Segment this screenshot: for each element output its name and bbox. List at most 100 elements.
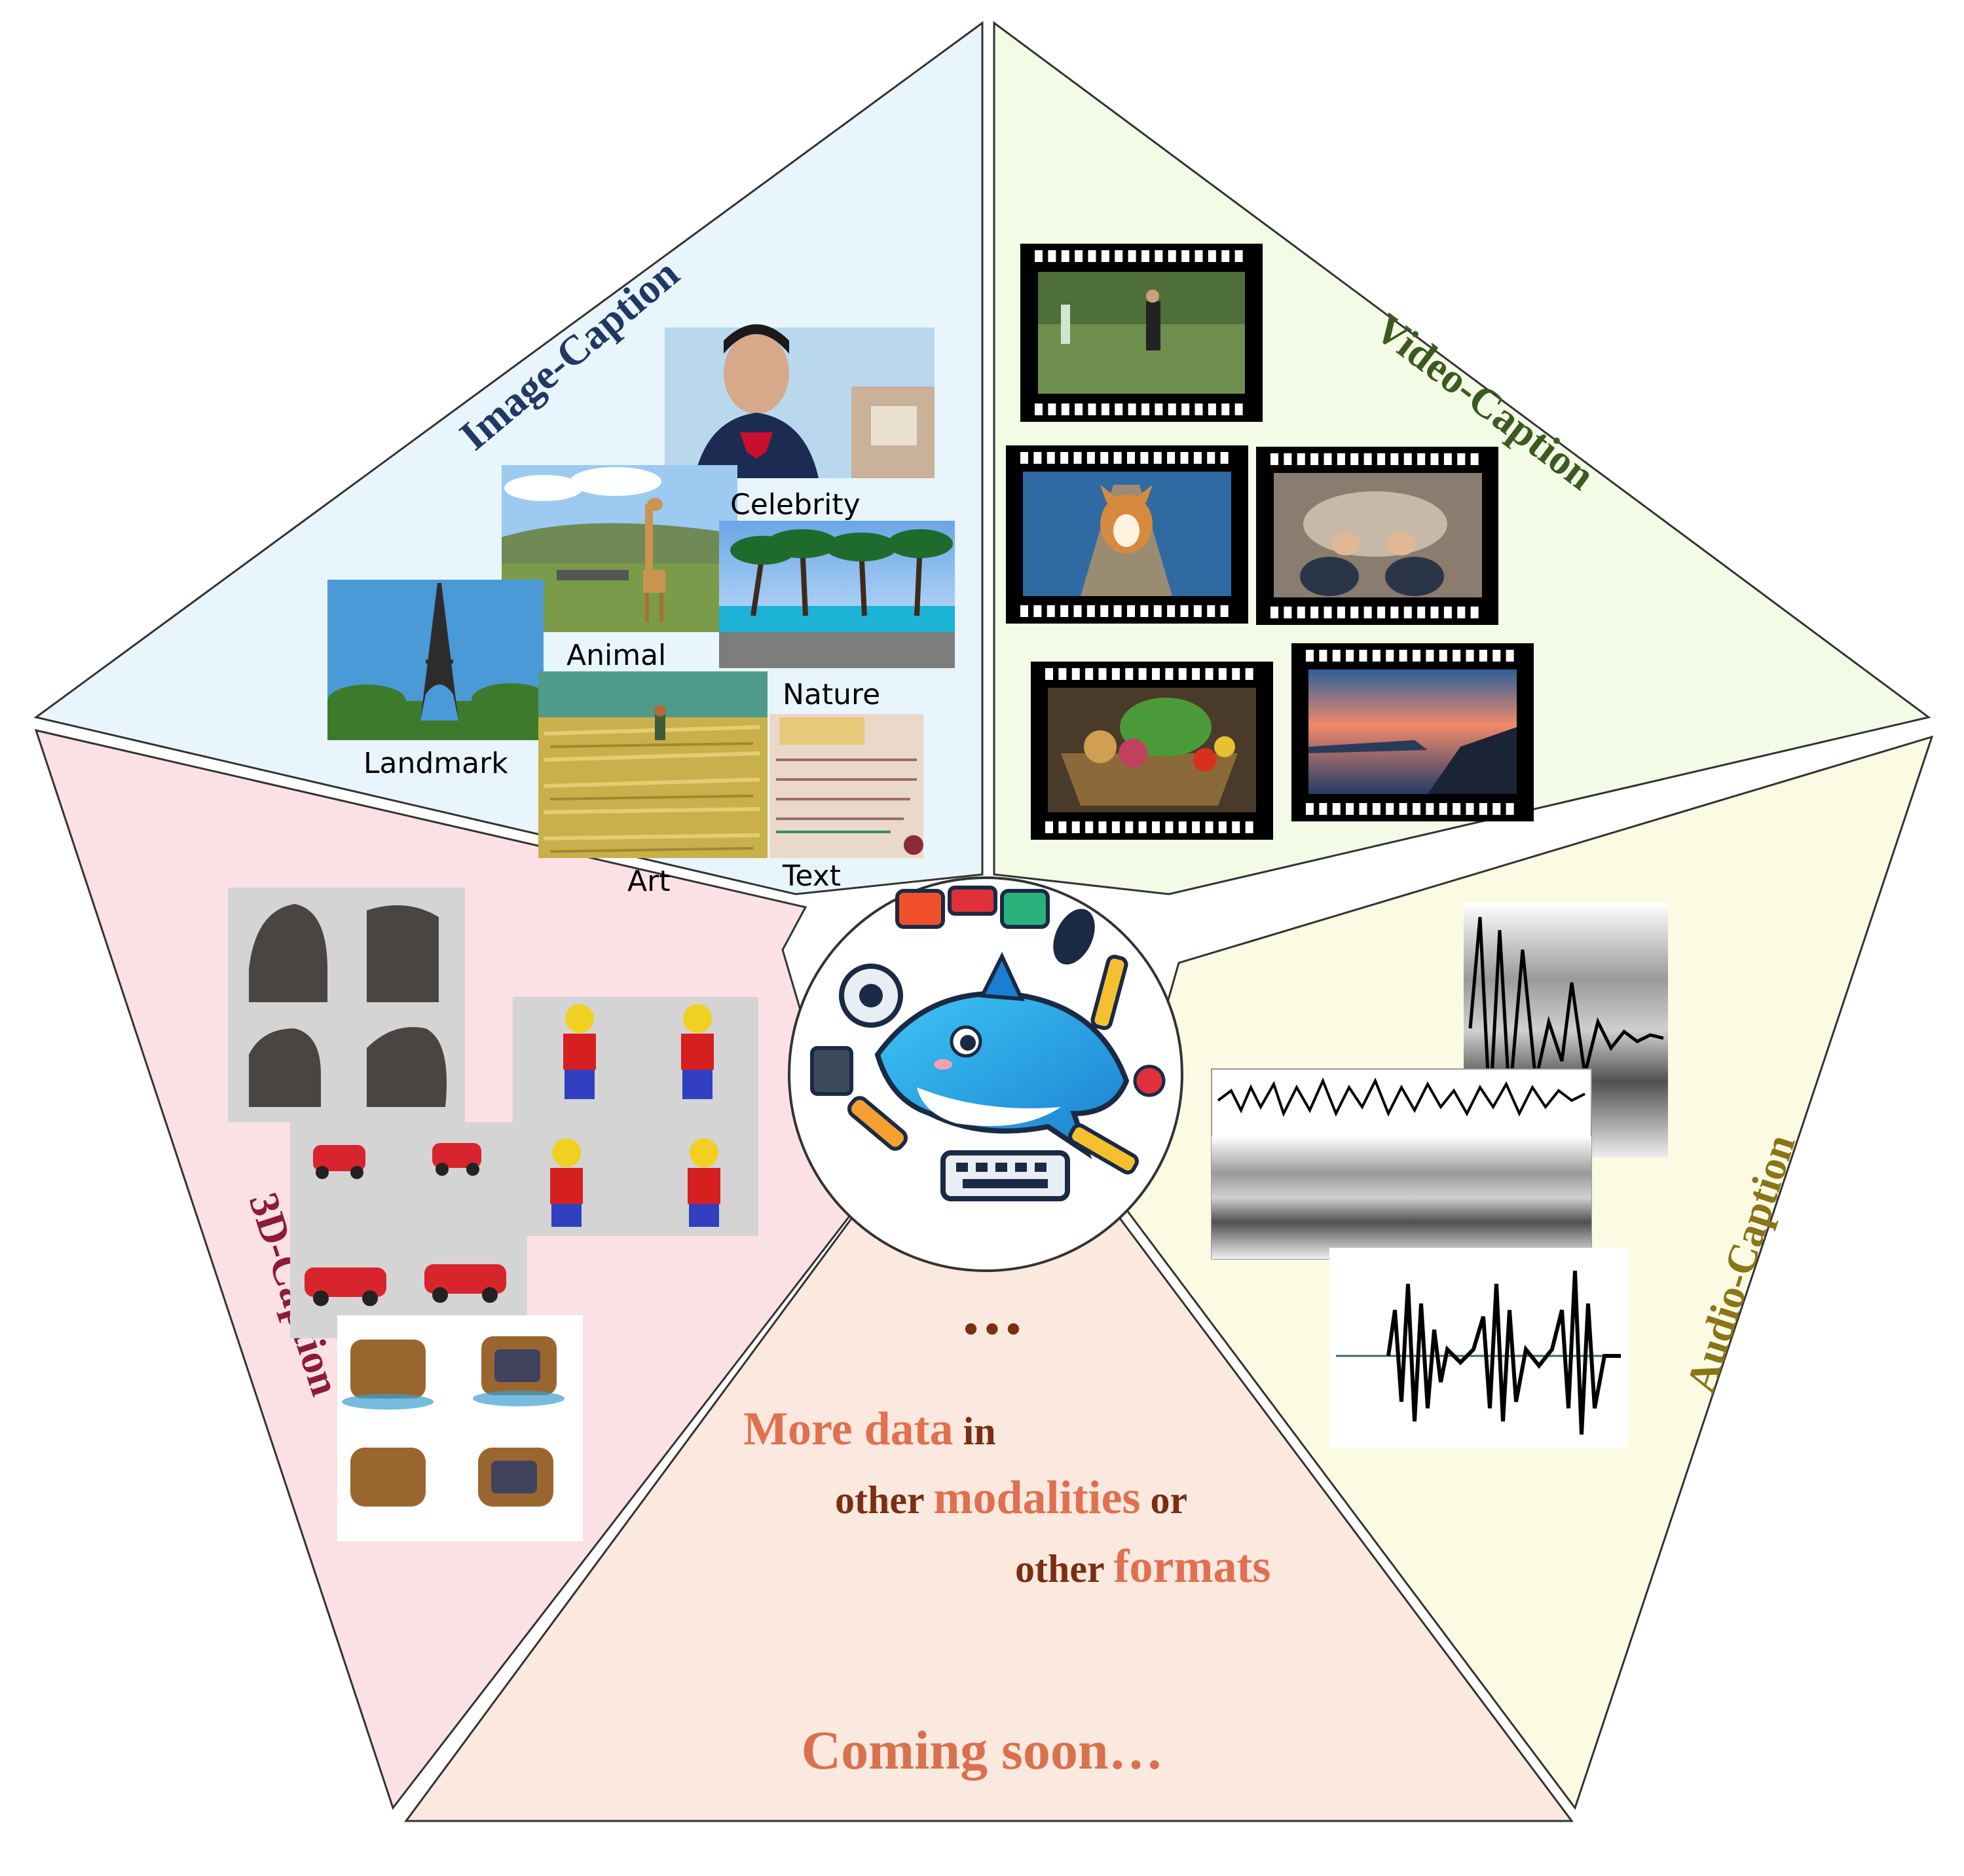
sprocket-hole: [1071, 668, 1080, 680]
video-clip-sunset: [1291, 643, 1534, 821]
center-logo: [788, 876, 1183, 1272]
sprocket-hole: [1058, 668, 1067, 680]
nature-label: Nature: [783, 678, 880, 711]
sprocket-hole: [1350, 453, 1359, 465]
sprocket-hole: [1390, 453, 1399, 465]
sprocket-hole: [1297, 453, 1305, 465]
sprocket-hole: [1377, 453, 1385, 465]
sprocket-hole: [1193, 605, 1202, 617]
sprocket-hole: [1141, 250, 1149, 262]
sprocket-hole: [1506, 803, 1514, 815]
sprocket-hole: [1332, 650, 1341, 662]
celebrity-image: [665, 324, 935, 478]
sprocket-hole: [1466, 650, 1474, 662]
more-data-phrase: More data: [743, 1402, 954, 1455]
sprocket-hole: [1075, 403, 1083, 415]
sprocket-hole: [1075, 250, 1083, 262]
animal-label: Animal: [566, 639, 666, 672]
sprocket-hole: [1470, 607, 1479, 618]
sprocket-hole: [1479, 803, 1487, 815]
sprocket-hole: [1390, 607, 1399, 618]
3d-treasure-chest-renders: [337, 1315, 583, 1541]
sprocket-hole: [1125, 668, 1134, 680]
sprocket-hole: [1113, 605, 1122, 617]
sprocket-hole: [1221, 403, 1230, 415]
sprocket-hole: [1100, 452, 1109, 464]
sprocket-hole: [1113, 452, 1122, 464]
sprocket-hole: [1152, 668, 1160, 680]
sprocket-hole: [1297, 607, 1305, 618]
sprocket-hole: [1098, 668, 1107, 680]
or-phrase: or: [1141, 1478, 1188, 1522]
sprocket-hole: [1192, 821, 1200, 833]
sprocket-hole: [1399, 650, 1407, 662]
sprocket-hole: [1061, 403, 1069, 415]
sprocket-hole: [1152, 821, 1160, 833]
sprocket-hole: [1141, 403, 1149, 415]
film-sprocket-holes: [1020, 250, 1514, 833]
video-clip-vegetables: [1031, 662, 1273, 840]
sprocket-hole: [1073, 452, 1082, 464]
sprocket-hole: [1232, 821, 1240, 833]
sprocket-hole: [1319, 650, 1327, 662]
sprocket-hole: [1417, 453, 1426, 465]
landmark-label: Landmark: [363, 747, 508, 780]
sprocket-hole: [1101, 250, 1109, 262]
sprocket-hole: [1195, 250, 1203, 262]
sprocket-hole: [1140, 452, 1149, 464]
sprocket-hole: [1218, 821, 1227, 833]
sprocket-hole: [1060, 605, 1069, 617]
sprocket-hole: [1180, 452, 1189, 464]
sprocket-hole: [1306, 803, 1314, 815]
text-label: Text: [782, 859, 841, 893]
video-clip-corgi: [1006, 445, 1248, 624]
sprocket-hole: [1386, 803, 1394, 815]
other-phrase-1: other: [835, 1478, 934, 1522]
sprocket-hole: [1220, 605, 1229, 617]
sprocket-hole: [1085, 821, 1094, 833]
sprocket-hole: [1284, 607, 1292, 618]
sprocket-hole: [1073, 605, 1082, 617]
sprocket-hole: [1337, 453, 1345, 465]
sprocket-hole: [1470, 453, 1479, 465]
sprocket-hole: [1310, 607, 1319, 618]
sprocket-hole: [1399, 803, 1407, 815]
in-phrase: in: [954, 1410, 996, 1453]
sprocket-hole: [1234, 403, 1243, 415]
sprocket-hole: [1033, 452, 1042, 464]
sprocket-hole: [1127, 452, 1135, 464]
sprocket-hole: [1020, 452, 1028, 464]
sprocket-hole: [1430, 453, 1439, 465]
sprocket-hole: [1115, 403, 1123, 415]
sprocket-hole: [1310, 453, 1319, 465]
sprocket-hole: [1045, 821, 1053, 833]
sprocket-hole: [1466, 803, 1474, 815]
sprocket-hole: [1098, 821, 1107, 833]
sprocket-hole: [1060, 452, 1069, 464]
sprocket-hole: [1363, 453, 1372, 465]
sprocket-hole: [1245, 668, 1253, 680]
sprocket-hole: [1232, 668, 1240, 680]
sprocket-hole: [1111, 821, 1120, 833]
sprocket-hole: [1058, 821, 1067, 833]
sprocket-hole: [1372, 803, 1380, 815]
sprocket-hole: [1220, 452, 1229, 464]
sprocket-hole: [1221, 250, 1230, 262]
sprocket-hole: [1453, 650, 1461, 662]
sprocket-hole: [1140, 605, 1149, 617]
sprocket-hole: [1207, 605, 1215, 617]
sprocket-hole: [1350, 607, 1359, 618]
sprocket-hole: [1181, 403, 1190, 415]
sprocket-hole: [1115, 250, 1123, 262]
art-label: Art: [627, 865, 670, 898]
sprocket-hole: [1100, 605, 1109, 617]
sprocket-hole: [1045, 668, 1053, 680]
sprocket-hole: [1180, 605, 1189, 617]
sprocket-hole: [1035, 250, 1043, 262]
sprocket-hole: [1324, 607, 1332, 618]
sprocket-hole: [1363, 607, 1372, 618]
video-clip-soccer: [1020, 244, 1263, 422]
sprocket-hole: [1167, 452, 1176, 464]
more-data-line-3: other formats: [1015, 1540, 1270, 1592]
sprocket-hole: [1208, 403, 1216, 415]
